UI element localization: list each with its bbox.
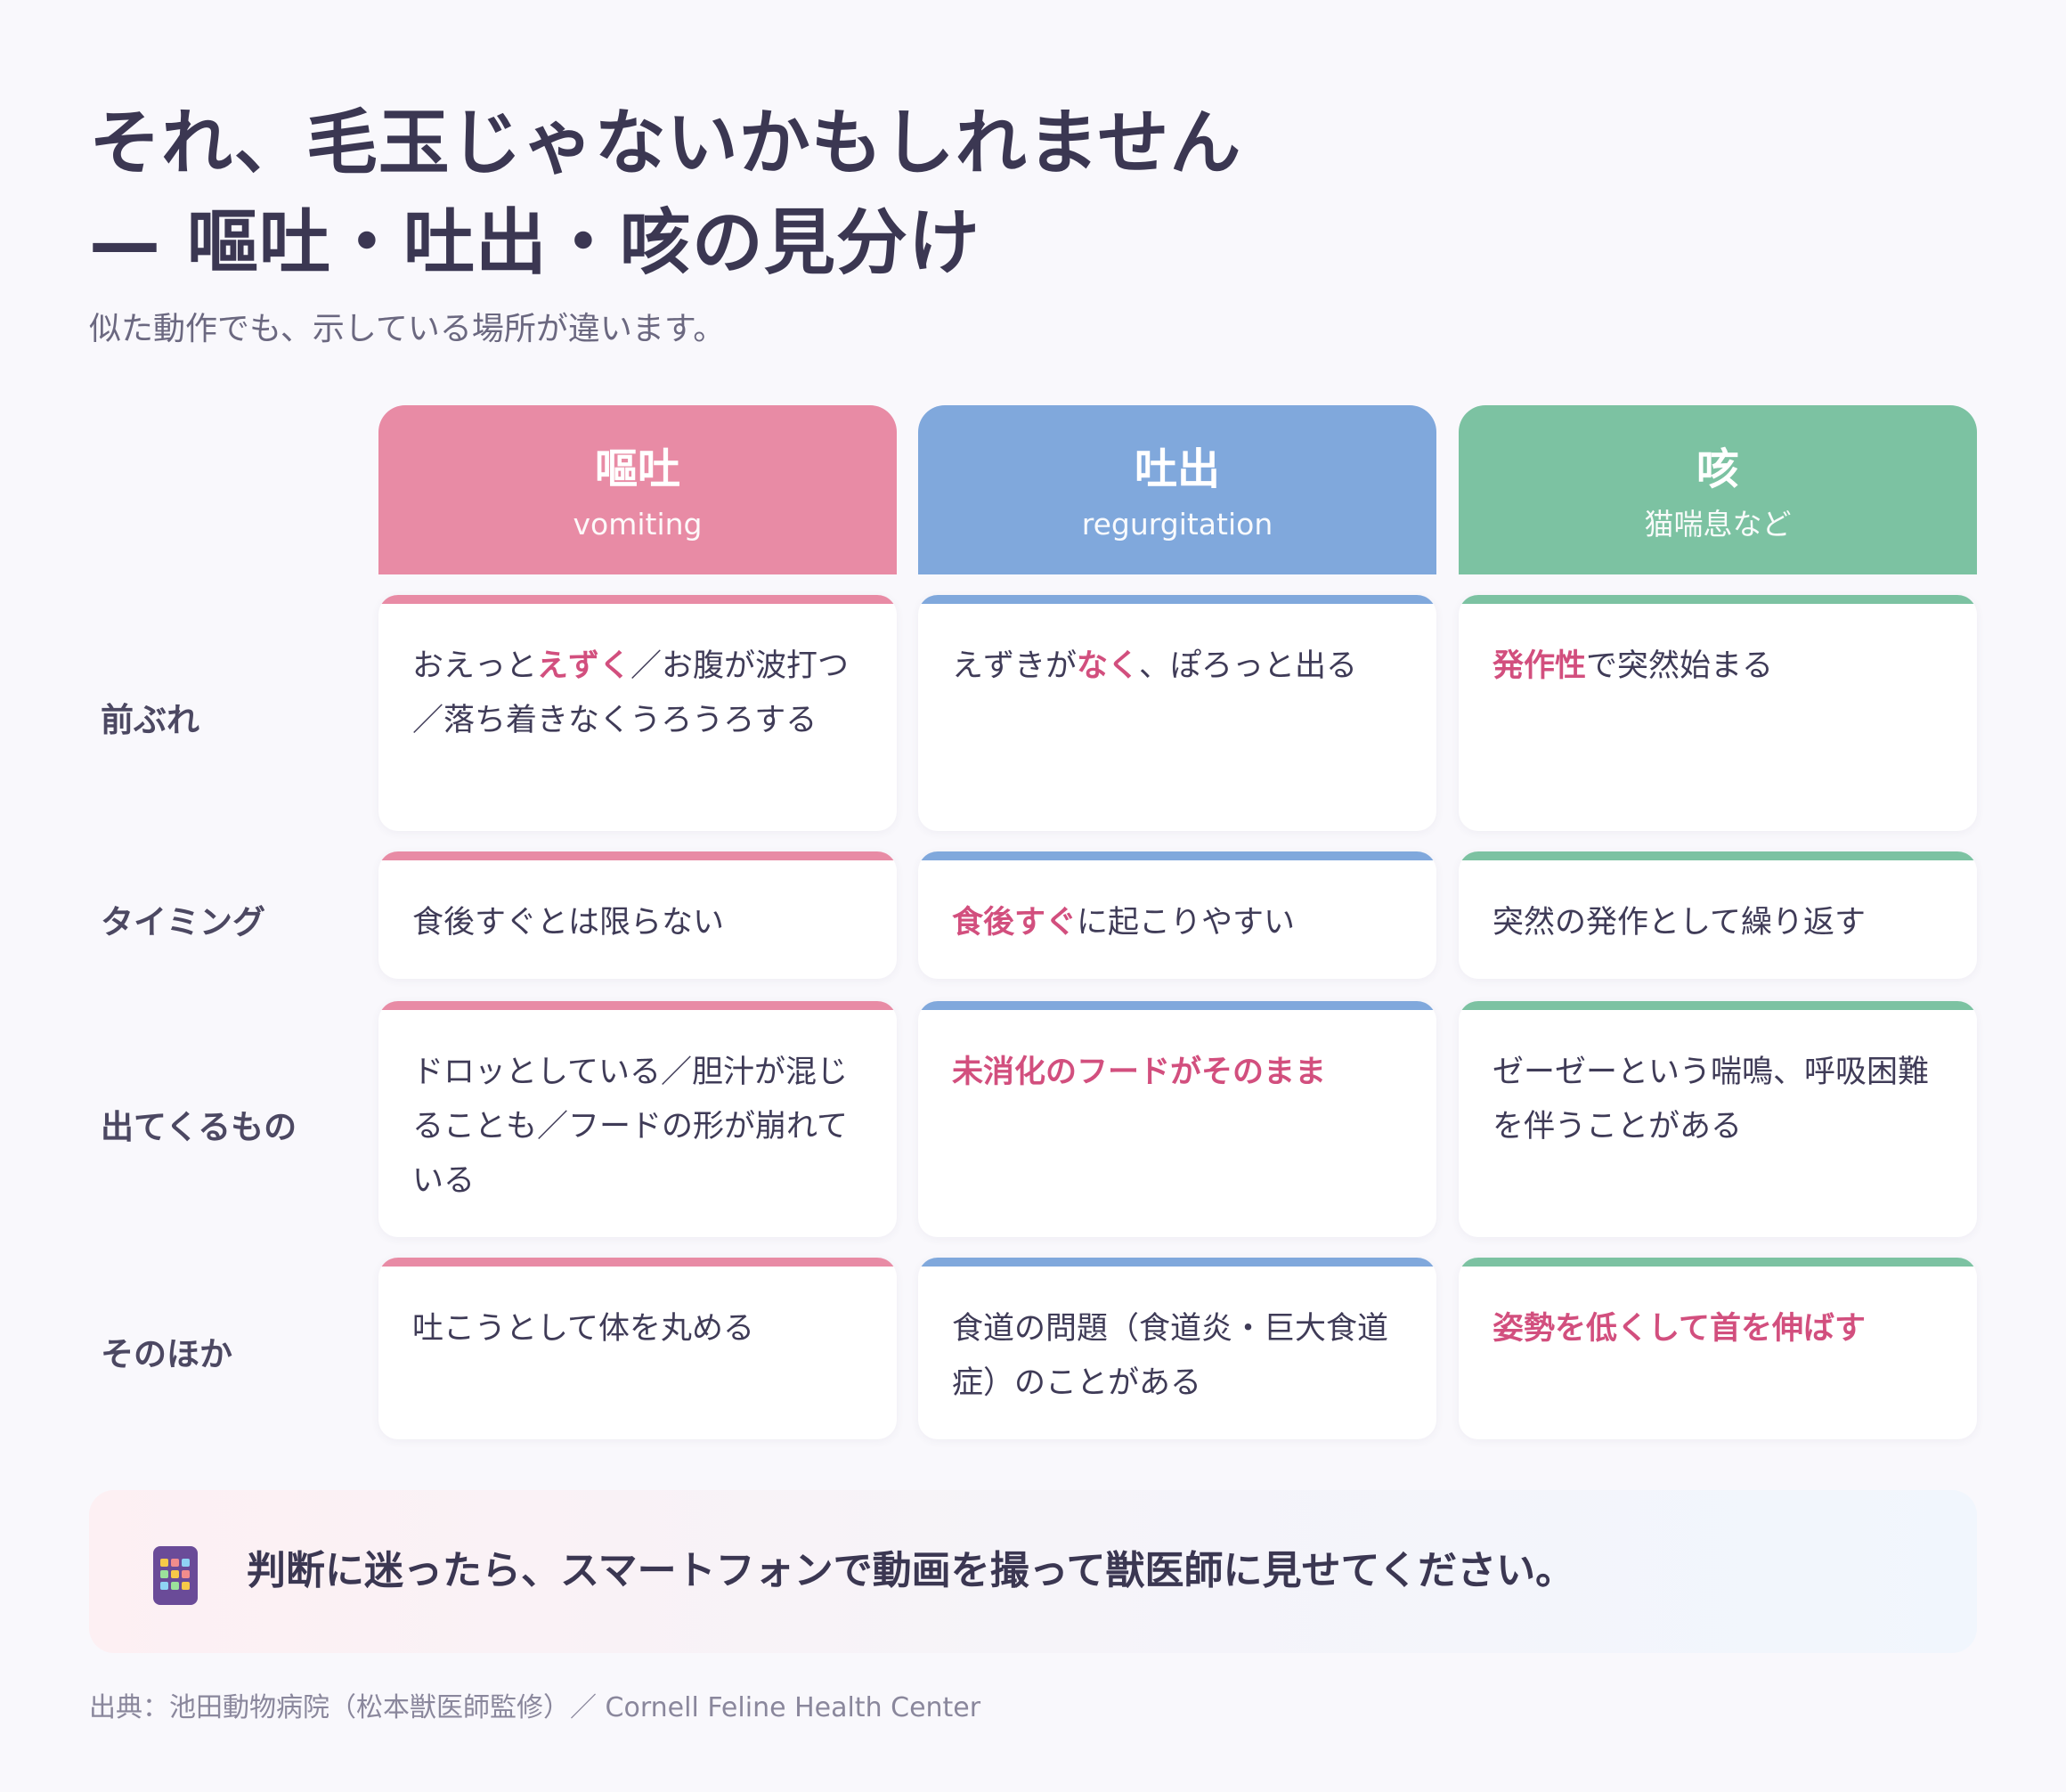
cell-highlight: 姿勢を低くして首を伸ばす [1493,1311,1866,1347]
cell-text-part: に起こりやすい [1077,905,1296,941]
column-header-regurgitation: 吐出 regurgitation [918,405,1436,574]
tip-text: 判断に迷ったら、スマートフォンで動画を撮って獣医師に見せてください。 [247,1548,1575,1593]
page-subtitle: 似た動作でも、示している場所が違います。 [89,311,726,347]
cell-text-part: ゼーゼーという喘鳴、呼吸困難を伴うことがある [1493,1055,1930,1144]
source-citation: 出典：池田動物病院（松本獣医師監修）／ Cornell Feline Healt… [89,1692,981,1723]
column-header-label: 嘔吐 [594,444,680,494]
row-label-warning-signs: 前ぶれ [101,701,199,739]
table-cell: 食後すぐとは限らない [378,851,897,979]
cell-text: ドロッとしている／胆汁が混じることも／フードの形が崩れている [412,1046,863,1209]
table-cell: ゼーゼーという喘鳴、呼吸困難を伴うことがある [1459,1001,1977,1237]
cell-highlight: なく [1077,648,1140,684]
column-header-vomiting: 嘔吐 vomiting [378,405,897,574]
table-cell: 突然の発作として繰り返す [1459,851,1977,979]
cell-text-part: えずきが [952,648,1078,684]
table-cell: 食後すぐに起こりやすい [918,851,1436,979]
cell-text: 未消化のフードがそのまま [952,1046,1403,1100]
table-cell: ドロッとしている／胆汁が混じることも／フードの形が崩れている [378,1001,897,1237]
column-header-sublabel: regurgitation [1081,507,1273,542]
row-label-contents: 出てくるもの [101,1108,297,1146]
cell-text: ゼーゼーという喘鳴、呼吸困難を伴うことがある [1493,1046,1943,1154]
cell-text: 食後すぐとは限らない [412,896,863,950]
column-header-sublabel: vomiting [573,507,703,542]
cell-text: おえっとえずく／お腹が波打つ／落ち着きなくうろうろする [412,639,863,748]
cell-text: 突然の発作として繰り返す [1493,896,1943,950]
cell-text: 姿勢を低くして首を伸ばす [1493,1302,1943,1356]
cell-text-part: 食道の問題（食道炎・巨大食道症）のことがある [952,1311,1389,1401]
cell-text: 発作性で突然始まる [1493,639,1943,694]
cell-highlight: 食後すぐ [952,905,1078,941]
column-header-cough: 咳 猫喘息など [1459,405,1977,574]
tip-banner: 判断に迷ったら、スマートフォンで動画を撮って獣医師に見せてください。 [89,1490,1977,1653]
smartphone-icon [153,1546,198,1605]
column-header-label: 吐出 [1134,444,1220,494]
table-cell: えずきがなく、ぽろっと出る [918,595,1436,831]
row-label-other: そのほか [101,1335,232,1373]
cell-text-part: 食後すぐとは限らない [412,905,725,941]
cell-text-part: ／お腹が波打つ／落ち着きなくうろうろする [412,648,850,738]
cell-text: 食後すぐに起こりやすい [952,896,1403,950]
table-cell: 未消化のフードがそのまま [918,1001,1436,1237]
cell-text-part: ドロッとしている／胆汁が混じることも／フードの形が崩れている [412,1055,848,1199]
page-title: それ、毛玉じゃないかもしれません — 嘔吐・吐出・咳の見分け [89,94,1959,293]
column-header-sublabel: 猫喘息など [1644,507,1792,542]
cell-text: 食道の問題（食道炎・巨大食道症）のことがある [952,1302,1403,1411]
cell-text-part: で突然始まる [1586,648,1774,684]
cell-text: えずきがなく、ぽろっと出る [952,639,1403,694]
table-cell: 吐こうとして体を丸める [378,1258,897,1439]
page-title-line-2: — 嘔吐・吐出・咳の見分け [89,201,980,284]
table-cell: おえっとえずく／お腹が波打つ／落ち着きなくうろうろする [378,595,897,831]
cell-highlight: 発作性 [1493,648,1587,684]
cell-highlight: えずく [537,648,631,684]
row-label-timing: タイミング [101,903,265,941]
table-cell: 姿勢を低くして首を伸ばす [1459,1258,1977,1439]
table-cell: 食道の問題（食道炎・巨大食道症）のことがある [918,1258,1436,1439]
cell-text-part: 突然の発作として繰り返す [1493,905,1866,941]
table-cell: 発作性で突然始まる [1459,595,1977,831]
page-title-line-1: それ、毛玉じゃないかもしれません [89,102,1242,184]
cell-text-part: 、ぽろっと出る [1139,648,1358,684]
cell-highlight: 未消化のフードがそのまま [952,1055,1327,1090]
cell-text: 吐こうとして体を丸める [412,1302,863,1356]
column-header-label: 咳 [1696,444,1739,494]
cell-text-part: おえっと [412,648,538,684]
cell-text-part: 吐こうとして体を丸める [412,1311,754,1347]
